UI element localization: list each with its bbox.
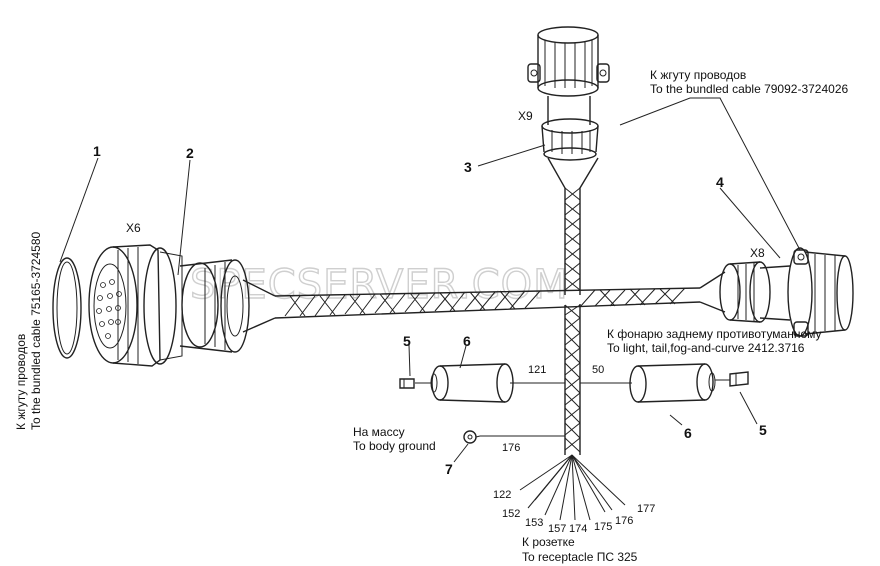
o-ring xyxy=(52,257,82,359)
fan-wire-122: 122 xyxy=(493,489,511,501)
note-top-en: To the bundled cable 79092-3724026 xyxy=(650,82,848,96)
callout-6-left: 6 xyxy=(463,333,471,349)
note-right-ru: К фонарю заднему противотуманному xyxy=(607,327,822,341)
callout-2: 2 xyxy=(186,145,194,161)
note-ground-ru: На массу xyxy=(353,425,405,439)
callout-4: 4 xyxy=(716,174,724,190)
connector-x8 xyxy=(699,247,854,337)
note-right-en: To light, tail,fog-and-curve 2412.3716 xyxy=(607,341,805,355)
callout-5-left: 5 xyxy=(403,333,411,349)
note-bottom-ru: К розетке xyxy=(522,535,575,549)
callout-5-right: 5 xyxy=(759,422,767,438)
connector-x6 xyxy=(88,244,276,367)
fan-wire-153: 153 xyxy=(525,517,543,529)
callout-3: 3 xyxy=(464,159,472,175)
fan-out-wires xyxy=(519,454,626,521)
branch-wires xyxy=(399,363,749,403)
fan-wire-175: 175 xyxy=(594,521,612,533)
fan-wire-177: 177 xyxy=(637,503,655,515)
callout-1: 1 xyxy=(93,143,101,159)
label-x8: X8 xyxy=(750,246,765,260)
wire-121: 121 xyxy=(528,364,546,376)
connector-x9 xyxy=(527,26,610,161)
connector-pins xyxy=(96,279,122,339)
ground-wire xyxy=(463,430,565,444)
main-cable xyxy=(274,287,701,319)
note-top-ru: К жгуту проводов xyxy=(650,68,746,82)
note-bottom-en: To receptacle ПС 325 xyxy=(522,550,638,564)
fan-wire-152: 152 xyxy=(502,508,520,520)
label-x6: X6 xyxy=(126,221,141,235)
callout-7: 7 xyxy=(445,461,453,477)
fan-wire-157: 157 xyxy=(548,523,566,535)
note-ground-en: To body ground xyxy=(353,439,436,453)
fan-wire-176: 176 xyxy=(615,515,633,527)
label-x9: X9 xyxy=(518,109,533,123)
note-left: К жгуту проводов To the bundled cable 75… xyxy=(14,232,43,430)
callout-6-right: 6 xyxy=(684,425,692,441)
leader-lines xyxy=(59,97,801,463)
note-left-en: To the bundled cable 75165-3724580 xyxy=(29,232,43,430)
wire-50: 50 xyxy=(592,364,604,376)
wire-176-ground: 176 xyxy=(502,442,520,454)
vertical-cable xyxy=(547,157,599,455)
note-left-ru: К жгуту проводов xyxy=(14,334,28,430)
fan-wire-174: 174 xyxy=(569,523,587,535)
